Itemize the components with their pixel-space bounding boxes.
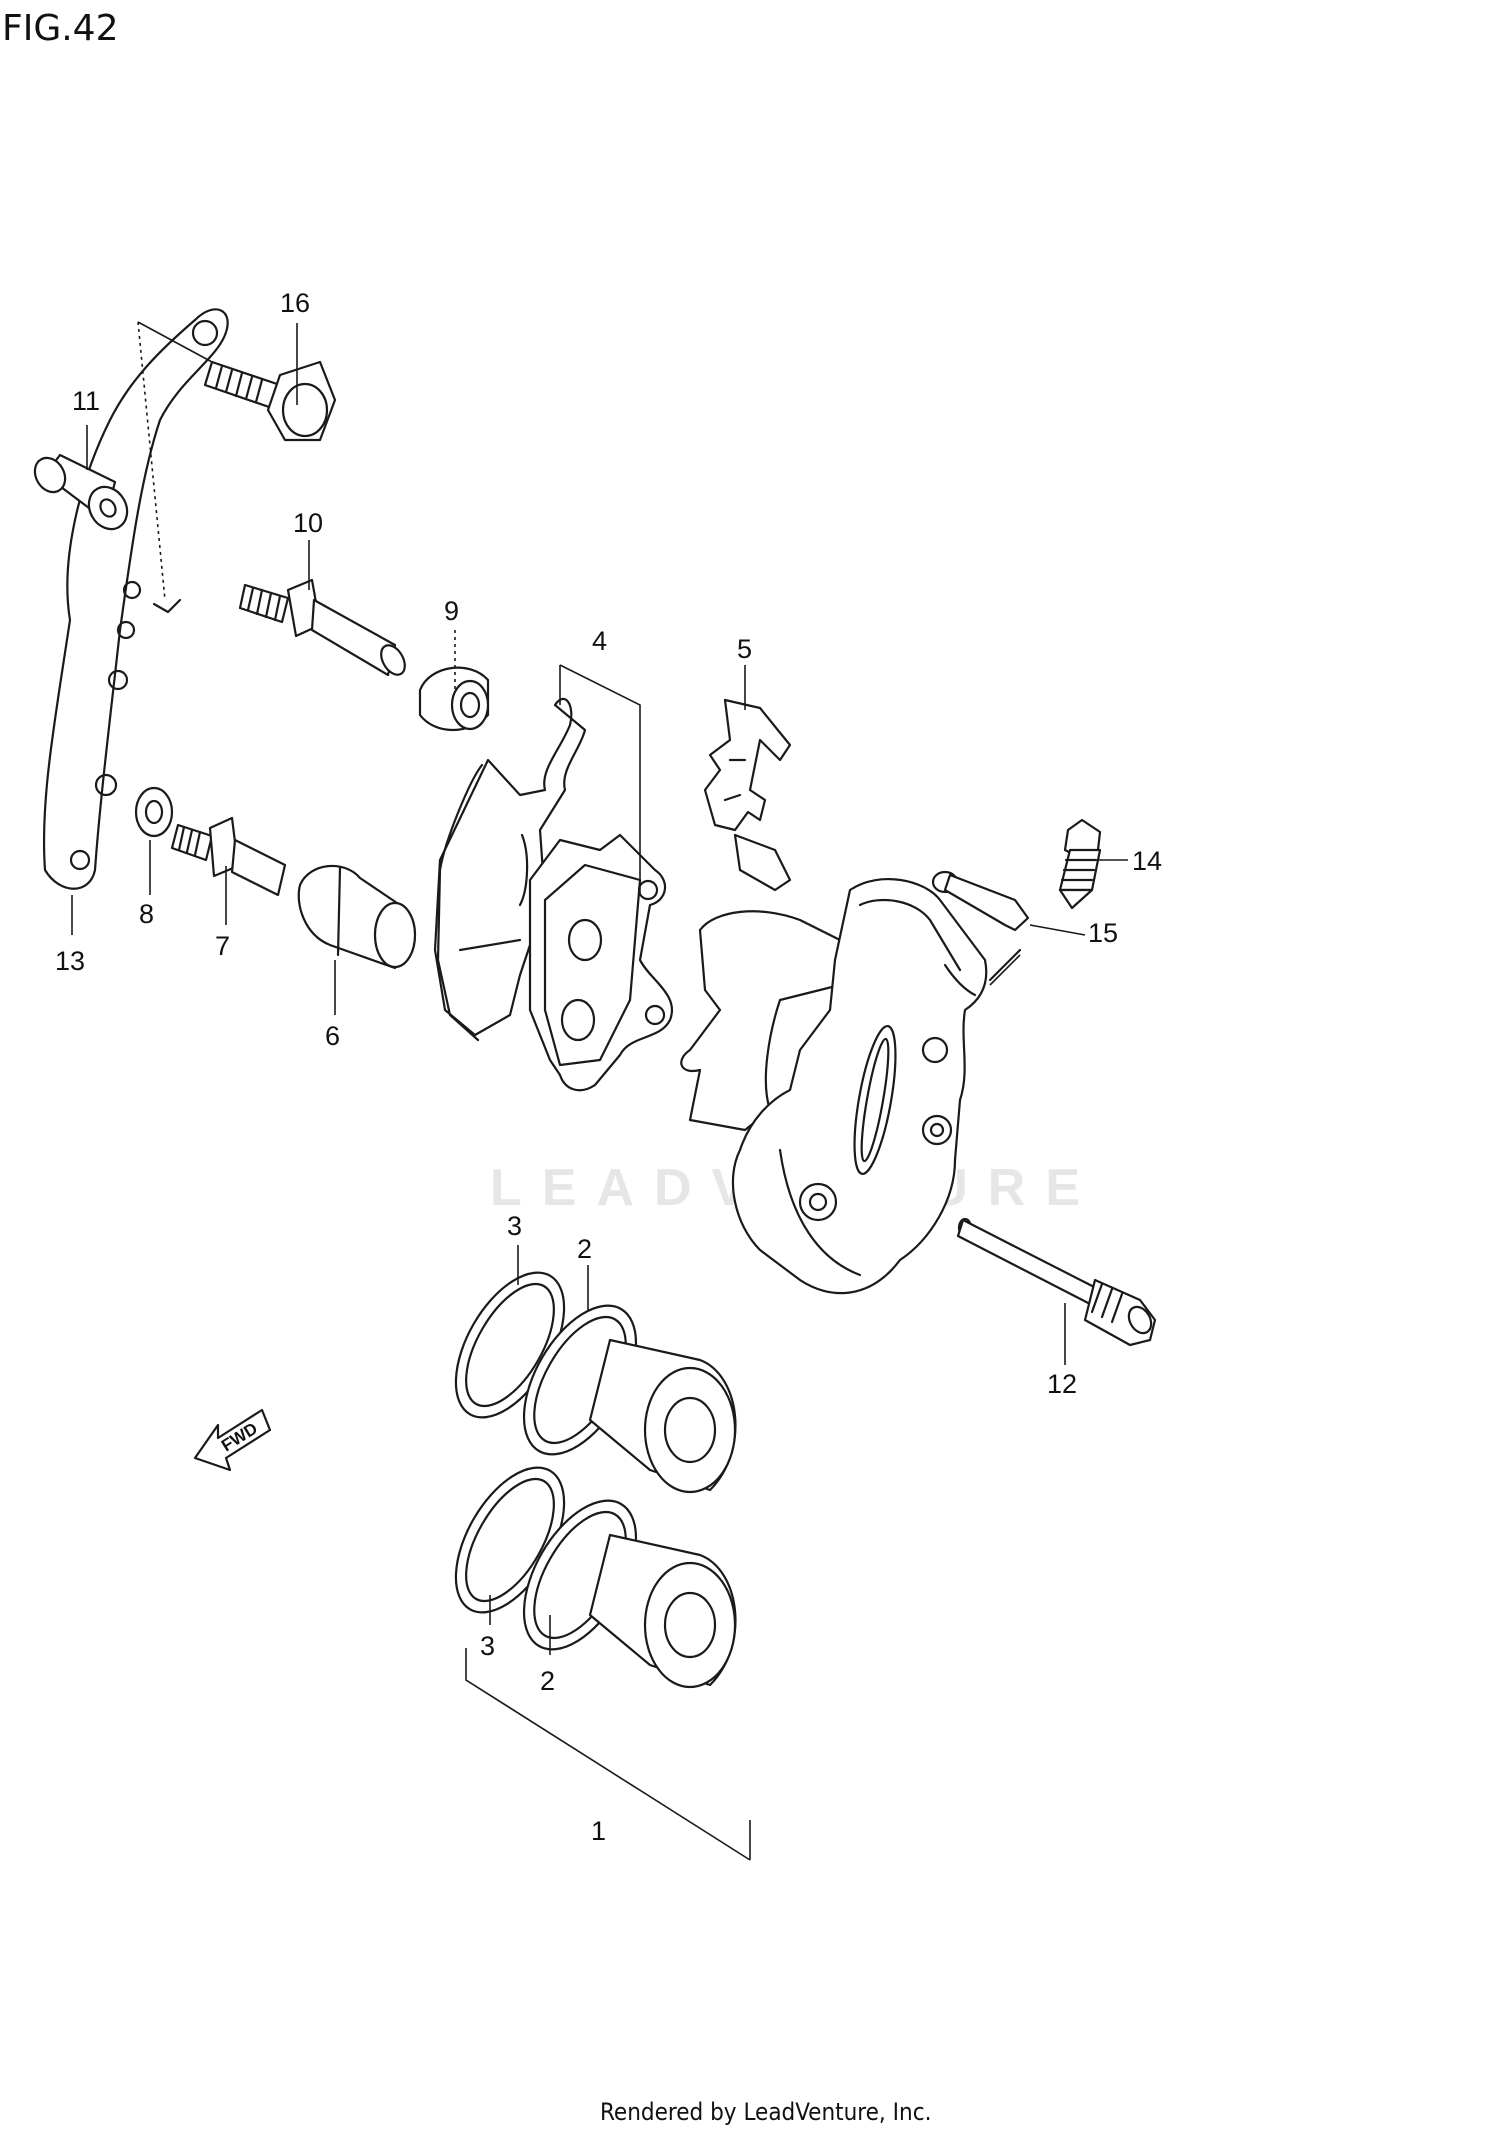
caliper-body[interactable] <box>680 878 1022 1295</box>
callout-7[interactable]: 7 <box>215 931 230 961</box>
part-6-boot[interactable] <box>297 864 417 970</box>
part-14-bleeder[interactable] <box>1058 818 1102 910</box>
part-10-slide-pin[interactable] <box>238 578 410 679</box>
callout-14[interactable]: 14 <box>1132 846 1162 876</box>
callout-3-upper[interactable]: 3 <box>507 1211 522 1241</box>
part-11-collar[interactable] <box>29 452 135 536</box>
callout-2-upper[interactable]: 2 <box>577 1234 592 1264</box>
figure-label: FIG.42 <box>2 8 118 49</box>
callout-16[interactable]: 16 <box>280 288 310 318</box>
callout-1[interactable]: 1 <box>591 1816 606 1846</box>
piston-upper[interactable] <box>434 1255 737 1494</box>
part-8-washer[interactable] <box>134 786 174 838</box>
part-9-boot[interactable] <box>418 666 490 732</box>
callout-12[interactable]: 12 <box>1047 1369 1077 1399</box>
callout-9[interactable]: 9 <box>444 596 459 626</box>
part-13-bracket[interactable] <box>42 308 229 890</box>
callout-5[interactable]: 5 <box>737 634 752 664</box>
callout-2-lower[interactable]: 2 <box>540 1666 555 1696</box>
kit-bracket <box>465 1648 751 1861</box>
part-4-brake-pads[interactable] <box>433 697 673 1092</box>
callout-10[interactable]: 10 <box>293 508 323 538</box>
fwd-arrow-icon: FWD <box>193 1408 272 1472</box>
callout-13[interactable]: 13 <box>55 946 85 976</box>
callout-6[interactable]: 6 <box>325 1021 340 1051</box>
callout-4[interactable]: 4 <box>592 626 607 656</box>
callout-8[interactable]: 8 <box>139 899 154 929</box>
callout-11[interactable]: 11 <box>72 386 100 416</box>
part-15-cap[interactable] <box>931 870 1030 932</box>
part-5-pad-spring[interactable] <box>703 698 792 892</box>
leader-lines <box>71 323 1128 1655</box>
part-7-slide-pin[interactable] <box>170 816 287 897</box>
callout-3-lower[interactable]: 3 <box>480 1631 495 1661</box>
callout-15[interactable]: 15 <box>1088 918 1118 948</box>
part-12-long-bolt[interactable] <box>956 1217 1157 1347</box>
footer-credit: Rendered by LeadVenture, Inc. <box>600 2098 931 2126</box>
part-16-bolt[interactable] <box>203 360 337 442</box>
piston-lower[interactable] <box>434 1450 737 1689</box>
